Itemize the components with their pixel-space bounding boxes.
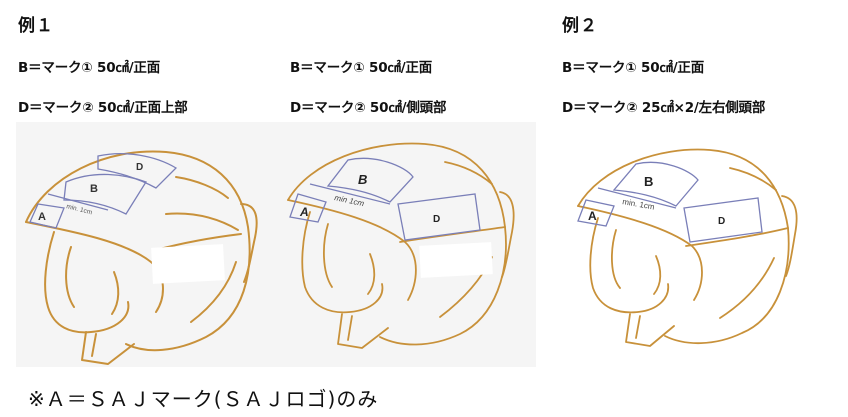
example-2-d-spec: D＝マーク② 25㎠×2/左右側頭部 [562, 100, 766, 116]
sticker-zones [29, 153, 178, 229]
helmet-outline-icon [25, 150, 258, 365]
example-1-heading: 例１ [18, 16, 54, 36]
spacing-note: min. 1cm [622, 197, 656, 212]
example-1a-b-spec: B＝マーク① 50㎠/正面 [18, 60, 161, 76]
label-a: A [38, 211, 46, 223]
sticker-zone-d [97, 153, 178, 189]
sticker-zone-b [612, 161, 699, 207]
helmet-diagram-2: B A D min 1cm [287, 142, 515, 349]
blank-patch [151, 244, 225, 284]
label-a: A [588, 209, 597, 223]
sticker-zone-a [289, 193, 327, 223]
example-2-b-spec: B＝マーク① 50㎠/正面 [562, 60, 705, 76]
sticker-zone-b [326, 157, 414, 203]
label-b: B [358, 172, 367, 187]
footnote: ※Ａ＝ＳＡＪマーク(ＳＡＪロゴ)のみ [28, 387, 379, 411]
example-1a-d-spec: D＝マーク② 50㎠/正面上部 [18, 100, 188, 116]
helmet-outline-icon [577, 148, 798, 347]
sticker-zone-b [63, 173, 147, 215]
example-1b-d-spec: D＝マーク② 50㎠/側頭部 [290, 100, 447, 116]
label-d: D [718, 216, 725, 227]
label-a: A [299, 205, 309, 219]
label-d: D [433, 214, 440, 225]
example-2-heading: 例２ [562, 16, 598, 36]
example-1b-b-spec: B＝マーク① 50㎠/正面 [290, 60, 433, 76]
label-b: B [644, 174, 653, 189]
label-d: D [136, 162, 143, 173]
sticker-zone-a [29, 203, 65, 229]
sticker-zones [577, 161, 763, 243]
sticker-zones [289, 157, 481, 241]
blank-patch [419, 242, 493, 278]
sticker-zone-d [397, 193, 481, 241]
label-b: B [90, 183, 98, 195]
spacing-note: min 1cm [334, 193, 366, 208]
sticker-zone-d [683, 197, 763, 243]
sticker-zone-a [577, 199, 615, 227]
helmet-diagram-3: B A D min. 1cm [577, 148, 798, 347]
helmet-diagram-1: D B A min. 1cm [25, 150, 258, 365]
